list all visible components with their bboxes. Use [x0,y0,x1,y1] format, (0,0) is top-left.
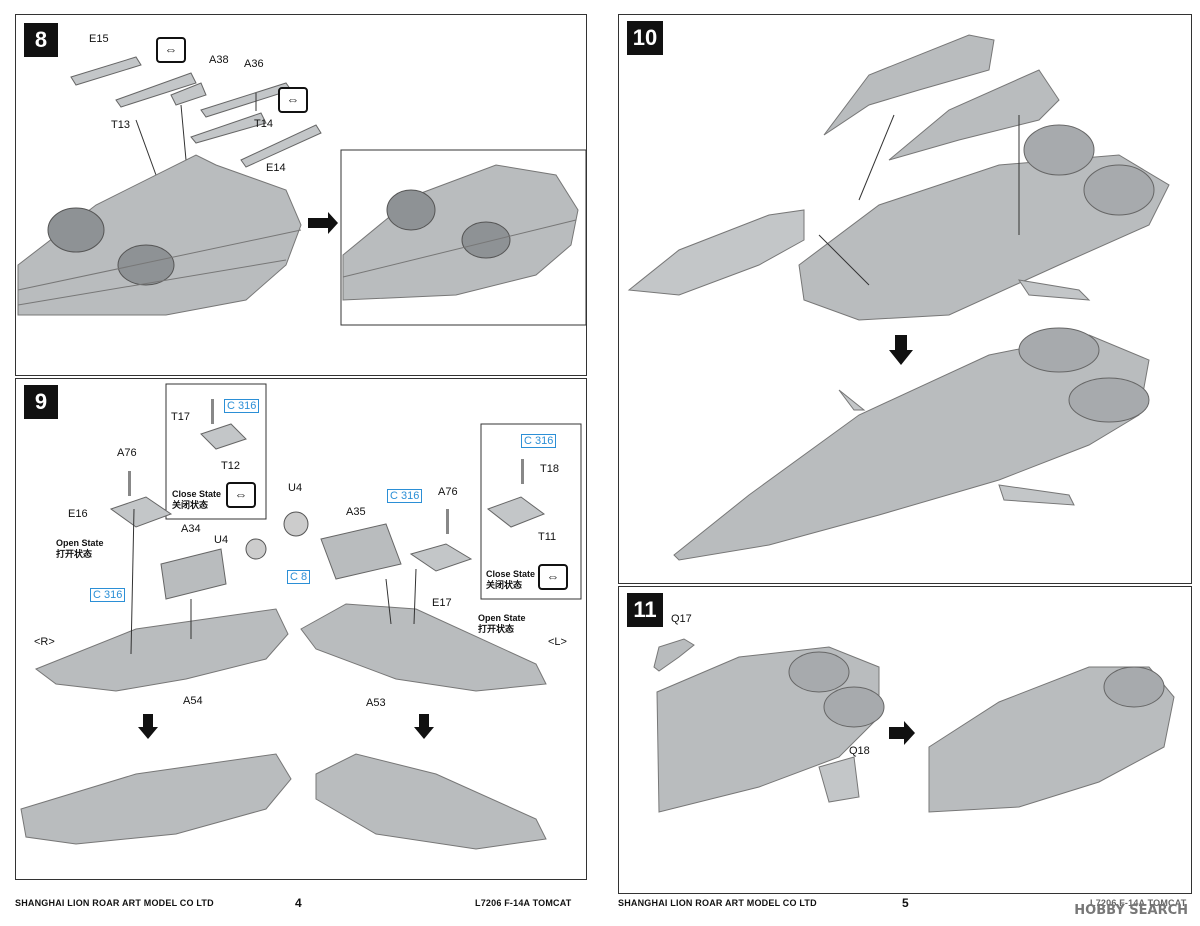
open-state-left: Open State 打开状态 [478,613,526,634]
bidirectional-arrows-icon: ⇔ [226,482,256,508]
part-e14 [240,124,322,168]
label-a38: A38 [209,54,229,66]
page-number-right: 5 [902,896,909,910]
label-t13: T13 [111,119,130,131]
label-a76-right: A76 [117,447,137,459]
label-t18: T18 [540,463,559,475]
label-a34: A34 [181,523,201,535]
step-10-illustration [627,34,1170,561]
instruction-page-left: 8 E1 [15,0,601,926]
label-t14: T14 [254,118,273,130]
label-t12: T12 [221,460,240,472]
label-a54: A54 [183,695,203,707]
step-8-illustration [17,56,586,326]
label-e14: E14 [266,162,286,174]
step-9-panel: 9 [15,378,587,880]
label-side-right: <R> [34,636,55,648]
footer-model-left: L7206 F-14A TOMCAT [475,898,572,908]
part-a38 [170,82,207,106]
callout-c316-t17: C 316 [224,399,260,413]
callout-c8: C 8 [287,570,311,584]
step-11-number: 11 [627,593,663,627]
footer-model-right: L7206 F-14A TOMCAT [1090,898,1187,908]
bidirectional-arrows-icon: ⇔ [278,87,308,113]
instruction-page-right: 10 11 [600,0,1200,926]
down-arrow-icon [889,335,913,365]
step-9-number: 9 [24,385,58,419]
close-state-right: Close State 关闭状态 [172,489,222,510]
right-arrow-icon [308,212,338,234]
part-q17 [653,638,695,672]
label-q18: Q18 [849,745,870,757]
label-e16: E16 [68,508,88,520]
part-t14 [190,112,267,144]
label-a35: A35 [346,506,366,518]
label-a36: A36 [244,58,264,70]
step-8-number: 8 [24,23,58,57]
down-arrow-icon [138,714,158,739]
footer-company-right: SHANGHAI LION ROAR ART MODEL CO LTD [618,898,817,908]
watermark: HOBBY SEARCH [1074,903,1188,918]
label-t11: T11 [538,531,557,543]
label-a53: A53 [366,697,386,709]
callout-c316-right: C 316 [90,588,126,602]
label-t17: T17 [171,411,190,423]
callout-c316-t18: C 316 [521,434,557,448]
step-9-illustration [20,383,582,850]
step-11-illustration [653,638,1175,813]
label-q17: Q17 [671,613,692,625]
close-state-left: Close State 关闭状态 [486,569,536,590]
label-e17: E17 [432,597,452,609]
label-u4-right: U4 [214,534,229,546]
label-side-left: <L> [548,636,567,648]
label-u4-left: U4 [288,482,303,494]
page-number-left: 4 [295,896,302,910]
label-e15: E15 [89,33,109,45]
footer-company-left: SHANGHAI LION ROAR ART MODEL CO LTD [15,898,214,908]
step-8-panel: 8 E1 [15,14,587,376]
step-10-panel: 10 [618,14,1192,584]
callout-c316-left: C 316 [387,489,423,503]
part-t13 [115,72,197,108]
part-e15 [70,56,142,86]
part-q18 [818,756,860,803]
bidirectional-arrows-icon: ⇔ [156,37,186,63]
down-arrow-icon [414,714,434,739]
bidirectional-arrows-icon: ⇔ [538,564,568,590]
step-10-number: 10 [627,21,663,55]
right-arrow-icon [889,721,915,745]
step-11-panel: 11 Q17 Q18 [618,586,1192,894]
label-a76-left: A76 [438,486,458,498]
open-state-right: Open State 打开状态 [56,538,104,559]
